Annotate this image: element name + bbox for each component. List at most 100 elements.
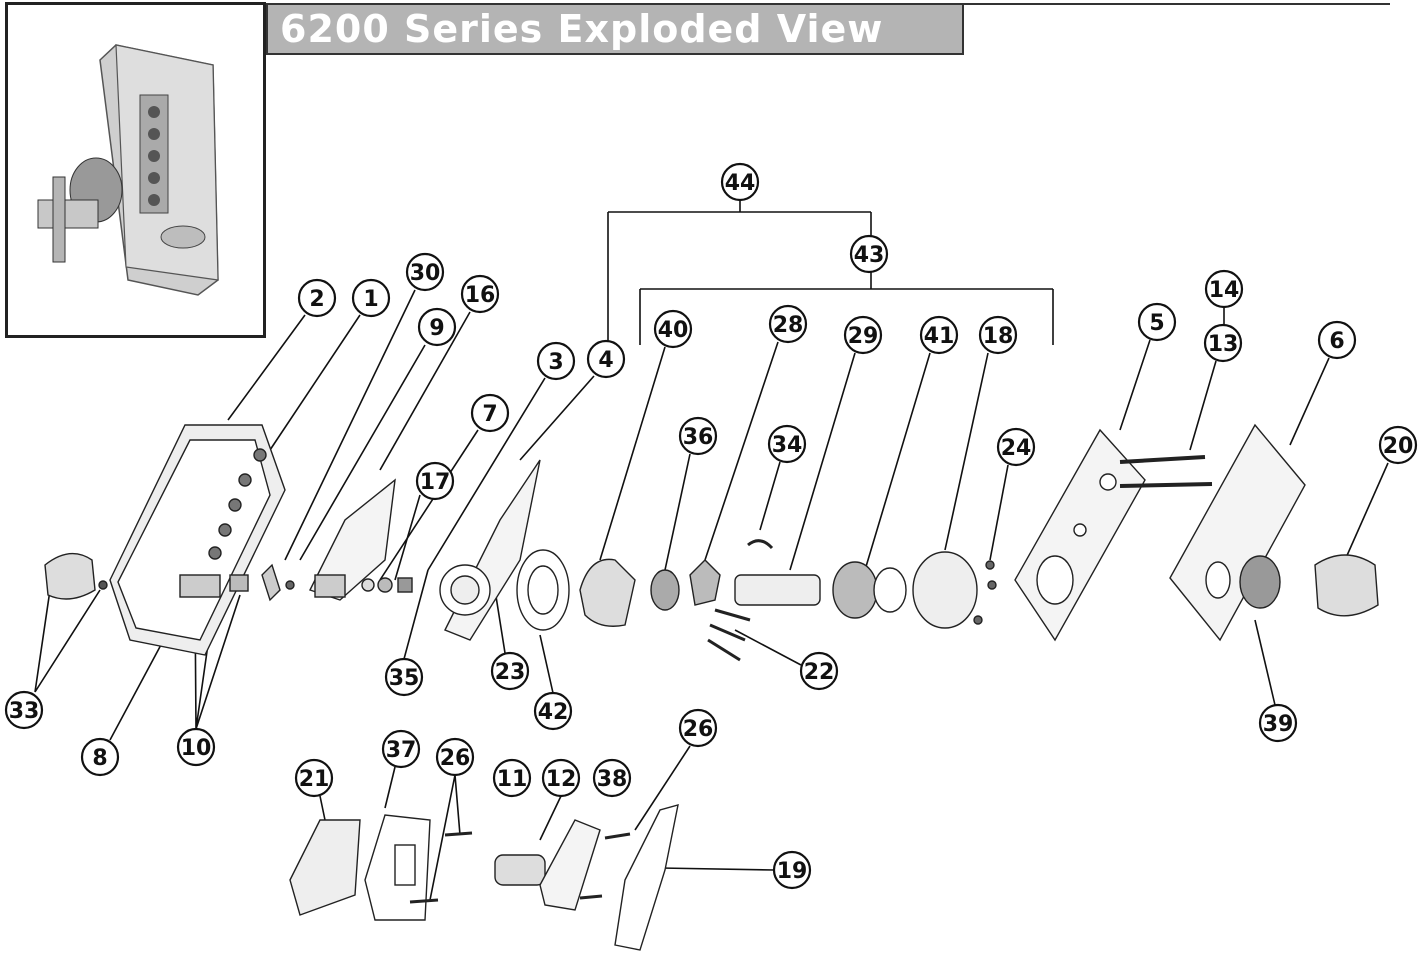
- callout-label: 16: [465, 283, 496, 308]
- callout-circle: [1203, 323, 1243, 363]
- callout-label: 7: [482, 402, 497, 427]
- callout-circle: [176, 727, 216, 767]
- callout-circle: [4, 690, 44, 730]
- callout-label: 37: [386, 738, 417, 763]
- callout-label: 17: [420, 470, 451, 495]
- callout-c19: 19: [772, 850, 812, 890]
- callout-c4: 4: [586, 339, 626, 379]
- callout-circle: [351, 278, 391, 318]
- callout-circle: [417, 307, 457, 347]
- callout-circle: [1317, 320, 1357, 360]
- callout-circle: [1258, 703, 1298, 743]
- callout-label: 22: [804, 660, 835, 685]
- callout-label: 38: [597, 767, 628, 792]
- callout-circle: [470, 393, 510, 433]
- callout-c9: 9: [417, 307, 457, 347]
- callout-c20: 20: [1378, 425, 1418, 465]
- callout-label: 34: [772, 433, 803, 458]
- callout-c1: 1: [351, 278, 391, 318]
- callout-circle: [490, 651, 530, 691]
- callout-label: 28: [773, 313, 804, 338]
- callout-circle: [1137, 302, 1177, 342]
- callout-circle: [768, 304, 808, 344]
- callout-label: 3: [548, 350, 563, 375]
- callout-label: 44: [725, 171, 756, 196]
- callout-label: 8: [92, 746, 107, 771]
- callout-circle: [919, 315, 959, 355]
- callout-c26b: 26: [678, 708, 718, 748]
- callout-label: 21: [299, 767, 330, 792]
- header-rule: [964, 3, 1390, 5]
- callout-label: 42: [538, 700, 569, 725]
- callout-c10: 10: [176, 727, 216, 767]
- leader-lines: [34, 200, 1389, 901]
- callout-c30: 30: [405, 252, 445, 292]
- callout-c16: 16: [460, 274, 500, 314]
- product-photo: [5, 2, 266, 338]
- callout-c35: 35: [384, 657, 424, 697]
- callout-circle: [849, 234, 889, 274]
- callout-c21: 21: [294, 758, 334, 798]
- page-title: 6200 Series Exploded View: [280, 7, 884, 51]
- callout-label: 1: [363, 287, 378, 312]
- title-banner: 6200 Series Exploded View: [266, 3, 964, 55]
- callout-circle: [492, 758, 532, 798]
- callout-circle: [586, 339, 626, 379]
- callout-circle: [799, 651, 839, 691]
- callout-circle: [678, 416, 718, 456]
- callout-c12: 12: [541, 758, 581, 798]
- callout-circle: [381, 729, 421, 769]
- callout-c18: 18: [978, 315, 1018, 355]
- callout-circle: [653, 309, 693, 349]
- callout-label: 26: [683, 717, 714, 742]
- callout-circle: [297, 278, 337, 318]
- callout-c34: 34: [767, 424, 807, 464]
- callout-c29: 29: [843, 315, 883, 355]
- callout-c38: 38: [592, 758, 632, 798]
- callout-c22: 22: [799, 651, 839, 691]
- callout-circle: [767, 424, 807, 464]
- callout-label: 40: [658, 318, 689, 343]
- callout-label: 13: [1208, 332, 1239, 357]
- callout-c26a: 26: [435, 737, 475, 777]
- callout-circle: [536, 341, 576, 381]
- callout-label: 14: [1209, 278, 1240, 303]
- callout-label: 11: [497, 767, 528, 792]
- callout-circle: [843, 315, 883, 355]
- callout-label: 29: [848, 324, 879, 349]
- callout-c36: 36: [678, 416, 718, 456]
- callout-c41: 41: [919, 315, 959, 355]
- callout-circle: [592, 758, 632, 798]
- callout-circle: [978, 315, 1018, 355]
- callout-circle: [294, 758, 334, 798]
- callout-c17: 17: [415, 461, 455, 501]
- callout-c14: 14: [1204, 269, 1244, 309]
- callout-c13: 13: [1203, 323, 1243, 363]
- callout-circle: [460, 274, 500, 314]
- callout-label: 35: [389, 666, 420, 691]
- callout-label: 2: [309, 287, 324, 312]
- callout-c37: 37: [381, 729, 421, 769]
- callout-label: 41: [924, 324, 955, 349]
- callout-c7: 7: [470, 393, 510, 433]
- callout-c3: 3: [536, 341, 576, 381]
- callout-label: 30: [410, 261, 441, 286]
- parts-illustration: [44, 423, 1379, 951]
- callout-c8: 8: [80, 737, 120, 777]
- callout-label: 26: [440, 746, 471, 771]
- lock-thumbnail-illustration: [37, 44, 219, 296]
- callout-label: 4: [598, 348, 613, 373]
- callout-label: 10: [181, 736, 212, 761]
- callout-label: 9: [429, 316, 444, 341]
- callout-label: 20: [1383, 434, 1414, 459]
- callout-circle: [541, 758, 581, 798]
- callout-circle: [533, 691, 573, 731]
- callout-c42: 42: [533, 691, 573, 731]
- callout-circle: [996, 427, 1036, 467]
- callout-c28: 28: [768, 304, 808, 344]
- callout-circle: [405, 252, 445, 292]
- callout-c43: 43: [849, 234, 889, 274]
- callout-c24: 24: [996, 427, 1036, 467]
